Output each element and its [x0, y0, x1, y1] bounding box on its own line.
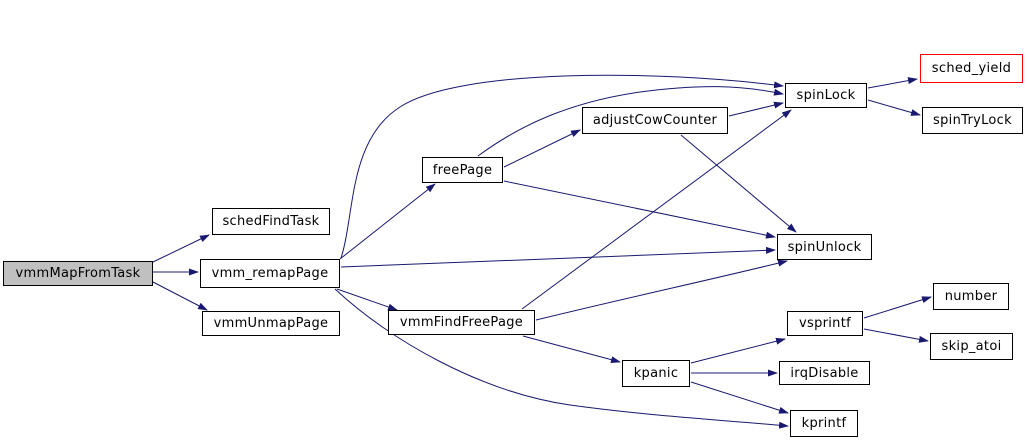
edge-vmm_remapPage-to-spinLock — [340, 74, 784, 259]
node-freePage[interactable]: freePage — [422, 157, 503, 183]
edge-vmm_remapPage-to-freePage — [339, 183, 436, 260]
node-vmm_remapPage[interactable]: vmm_remapPage — [200, 259, 340, 288]
edge-freePage-to-spinUnlock — [503, 180, 776, 239]
edge-vmmFindFreePage-to-spinUnlock — [535, 259, 788, 321]
edge-vmmFindFreePage-to-kpanic — [522, 335, 621, 364]
edge-vmmMapFromTask-to-schedFindTask — [152, 234, 210, 263]
edge-kpanic-to-kprintf — [690, 381, 789, 414]
edge-vmm_remapPage-to-spinUnlock — [340, 246, 776, 268]
node-vmmMapFromTask: vmmMapFromTask — [3, 261, 153, 286]
node-schedFindTask[interactable]: schedFindTask — [212, 208, 330, 235]
node-spinTryLock[interactable]: spinTryLock — [922, 107, 1023, 134]
edge-vmmFindFreePage-to-spinLock — [521, 109, 792, 310]
edge-kpanic-to-vsprintf — [690, 337, 786, 364]
node-kpanic[interactable]: kpanic — [622, 360, 690, 387]
edge-adjustCowCounter-to-spinLock — [728, 101, 784, 117]
edge-freePage-to-spinLock — [477, 86, 784, 157]
node-vmmFindFreePage[interactable]: vmmFindFreePage — [388, 310, 535, 335]
edge-vsprintf-to-skip_atoi — [863, 328, 929, 343]
node-adjustCowCounter[interactable]: adjustCowCounter — [582, 107, 728, 134]
node-irqDisable[interactable]: irqDisable — [779, 361, 870, 385]
node-spinLock[interactable]: spinLock — [785, 83, 867, 108]
node-vsprintf[interactable]: vsprintf — [787, 311, 863, 336]
edge-vmmMapFromTask-to-vmmUnmapPage — [152, 281, 208, 311]
node-spinUnlock[interactable]: spinUnlock — [777, 234, 872, 260]
node-kprintf[interactable]: kprintf — [790, 410, 858, 437]
edge-freePage-to-adjustCowCounter — [503, 129, 581, 168]
edge-adjustCowCounter-to-spinUnlock — [680, 134, 797, 233]
edge-spinLock-to-spinTryLock — [867, 99, 921, 116]
edge-spinLock-to-sched_yield — [867, 77, 918, 89]
edge-vmm_remapPage-to-vmmFindFreePage — [336, 288, 398, 311]
edge-vsprintf-to-number — [863, 296, 932, 319]
node-number[interactable]: number — [933, 283, 1009, 310]
node-sched_yield[interactable]: sched_yield — [920, 54, 1023, 83]
node-vmmUnmapPage[interactable]: vmmUnmapPage — [202, 311, 340, 336]
node-skip_atoi[interactable]: skip_atoi — [930, 333, 1013, 360]
